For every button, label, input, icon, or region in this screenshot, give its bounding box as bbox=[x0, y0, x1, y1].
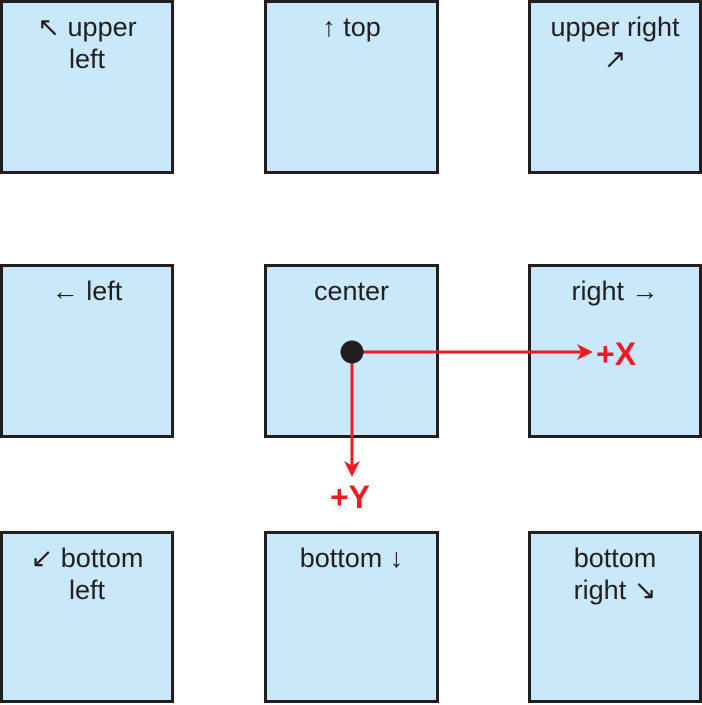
y-axis-label: +Y bbox=[329, 479, 371, 515]
box-left: ← left bbox=[0, 264, 174, 438]
box-bottom-left-label: ↙ bottom left bbox=[30, 543, 144, 606]
box-upper-right: upper right ↗ bbox=[528, 0, 702, 174]
box-bottom: bottom ↓ bbox=[264, 531, 439, 703]
box-upper-left-label: ↖ upper left bbox=[37, 12, 137, 75]
box-left-label: ← left bbox=[51, 276, 123, 306]
box-bottom-label: bottom ↓ bbox=[299, 543, 404, 573]
box-center: center bbox=[264, 264, 439, 438]
x-axis-label: +X bbox=[596, 336, 637, 372]
box-bottom-left: ↙ bottom left bbox=[0, 531, 174, 703]
box-right-label: right → bbox=[571, 276, 659, 306]
box-upper-left: ↖ upper left bbox=[0, 0, 174, 174]
box-top: ↑ top bbox=[264, 0, 439, 174]
box-upper-right-label: upper right ↗ bbox=[550, 12, 680, 75]
box-center-label: center bbox=[313, 276, 390, 306]
box-bottom-right: bottom right ↘ bbox=[528, 531, 702, 703]
y-axis-arrowhead bbox=[344, 461, 360, 477]
box-bottom-right-label: bottom right ↘ bbox=[573, 543, 657, 606]
box-top-label: ↑ top bbox=[322, 12, 381, 42]
